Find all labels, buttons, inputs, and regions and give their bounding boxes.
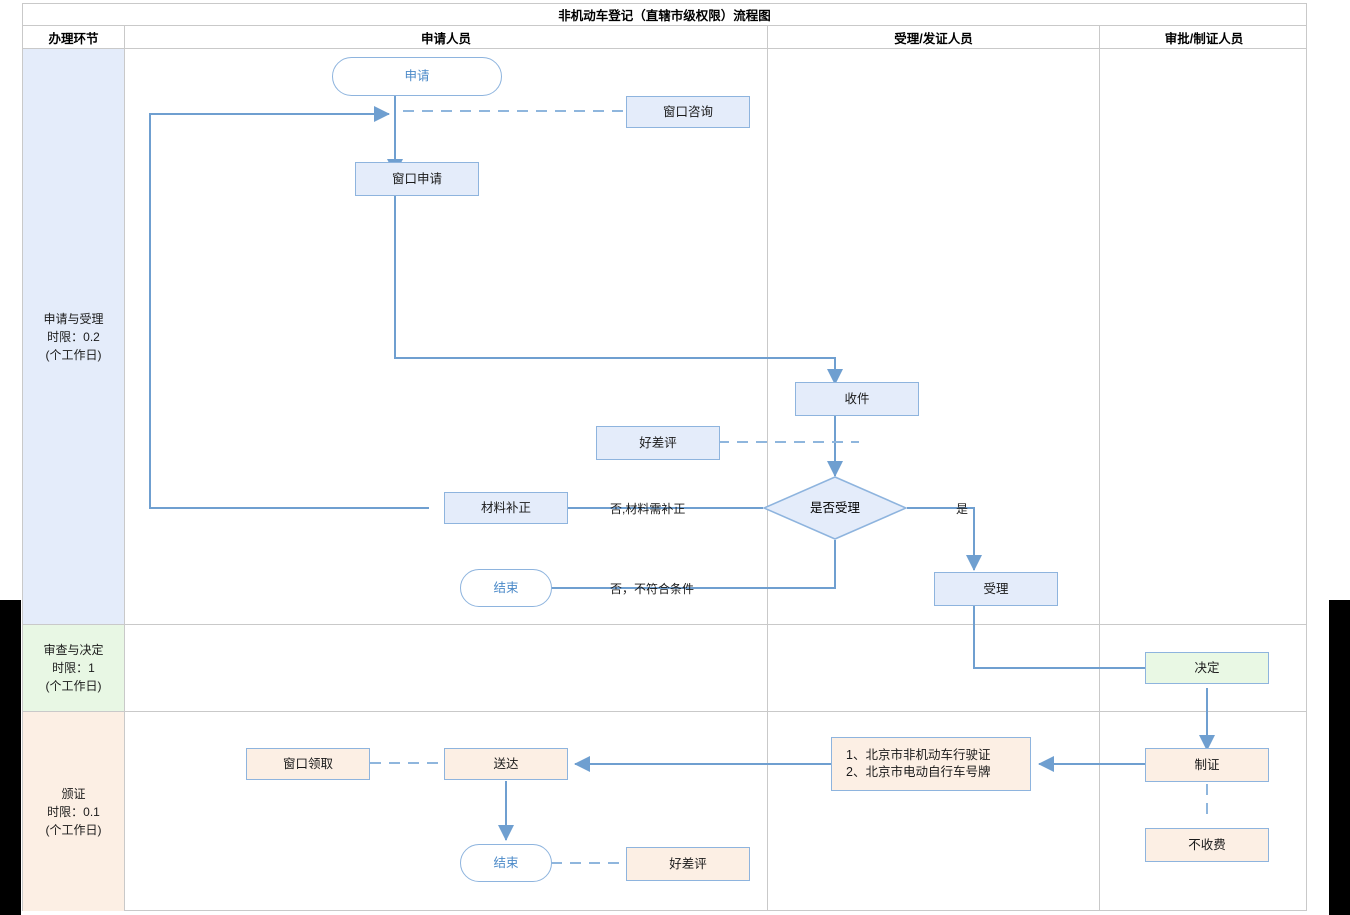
stage-3-name: 颁证 (61, 786, 86, 801)
stage-cell-application: 申请与受理 时限：0.2 (个工作日) (23, 49, 124, 624)
column-header-applicant: 申请人员 (420, 31, 471, 46)
node-make-certificate[interactable]: 制证 (1145, 748, 1269, 782)
edge-label-no-unqualified: 否，不符合条件 (610, 582, 695, 596)
stage-divider-1 (23, 624, 1306, 625)
decision-label: 是否受理 (809, 500, 860, 515)
connector-lines (149, 96, 1215, 864)
stage-3-limit: 时限：0.1 (47, 804, 100, 819)
col-divider-3 (1099, 26, 1100, 911)
node-supplement[interactable]: 材料补正 (444, 492, 568, 524)
node-start[interactable]: 申请 (332, 57, 502, 96)
column-header-approver: 审批/制证人员 (1164, 31, 1244, 46)
node-window-pickup[interactable]: 窗口领取 (246, 748, 370, 780)
stage-divider-2 (23, 711, 1306, 712)
node-no-fee[interactable]: 不收费 (1145, 828, 1269, 862)
node-receive[interactable]: 收件 (795, 382, 919, 416)
stage-cell-certification: 颁证 时限：0.1 (个工作日) (23, 712, 124, 911)
stage-1-unit: (个工作日) (45, 347, 102, 362)
header-divider (23, 48, 1306, 49)
node-window-apply[interactable]: 窗口申请 (355, 162, 479, 196)
node-window-query[interactable]: 窗口咨询 (626, 96, 750, 128)
flow-canvas: 申请 窗口咨询 窗口申请 收件 好差评 是否受理 材料补正 结束 受理 决定 制… (23, 4, 1308, 912)
column-header-acceptor: 受理/发证人员 (894, 31, 973, 46)
stage-1-limit: 时限：0.2 (47, 329, 100, 344)
col-divider-2 (767, 26, 768, 911)
column-header-stage: 办理环节 (48, 31, 99, 46)
stage-2-unit: (个工作日) (45, 679, 102, 693)
node-end-reject[interactable]: 结束 (460, 569, 552, 607)
node-end-complete[interactable]: 结束 (460, 844, 552, 882)
node-accept[interactable]: 受理 (934, 572, 1058, 606)
title-divider (23, 25, 1306, 26)
certificate-line-2: 2、北京市电动自行车号牌 (846, 765, 991, 779)
page-title: 非机动车登记（直辖市级权限）流程图 (558, 9, 771, 23)
stage-cell-review: 审查与决定 时限：1 (个工作日) (23, 625, 124, 711)
node-review-first[interactable]: 好差评 (596, 426, 720, 460)
flowchart-table: 非机动车登记（直辖市级权限）流程图 办理环节 申请人员 受理/发证人员 审批/制… (22, 3, 1307, 911)
diamond-shape (763, 476, 907, 540)
right-black-gutter (1329, 600, 1350, 915)
column-header-row: 办理环节 申请人员 受理/发证人员 审批/制证人员 (23, 26, 1306, 48)
node-deliver[interactable]: 送达 (444, 748, 568, 780)
node-certificate-list[interactable]: 1、北京市非机动车行驶证 2、北京市电动自行车号牌 (831, 737, 1031, 791)
edge-label-no-supplement: 否,材料需补正 (610, 502, 686, 516)
node-decision-made[interactable]: 决定 (1145, 652, 1269, 684)
left-black-gutter (0, 600, 21, 915)
edge-label-yes: 是 (956, 502, 969, 516)
node-decision-accept[interactable]: 是否受理 (763, 476, 907, 540)
stage-2-name: 审查与决定 (43, 643, 104, 657)
stage-3-unit: (个工作日) (45, 822, 102, 837)
stage-1-name: 申请与受理 (43, 311, 104, 326)
node-review-second[interactable]: 好差评 (626, 847, 750, 881)
col-divider-1 (124, 26, 125, 911)
certificate-line-1: 1、北京市非机动车行驶证 (846, 748, 991, 762)
stage-2-limit: 时限：1 (52, 661, 95, 675)
